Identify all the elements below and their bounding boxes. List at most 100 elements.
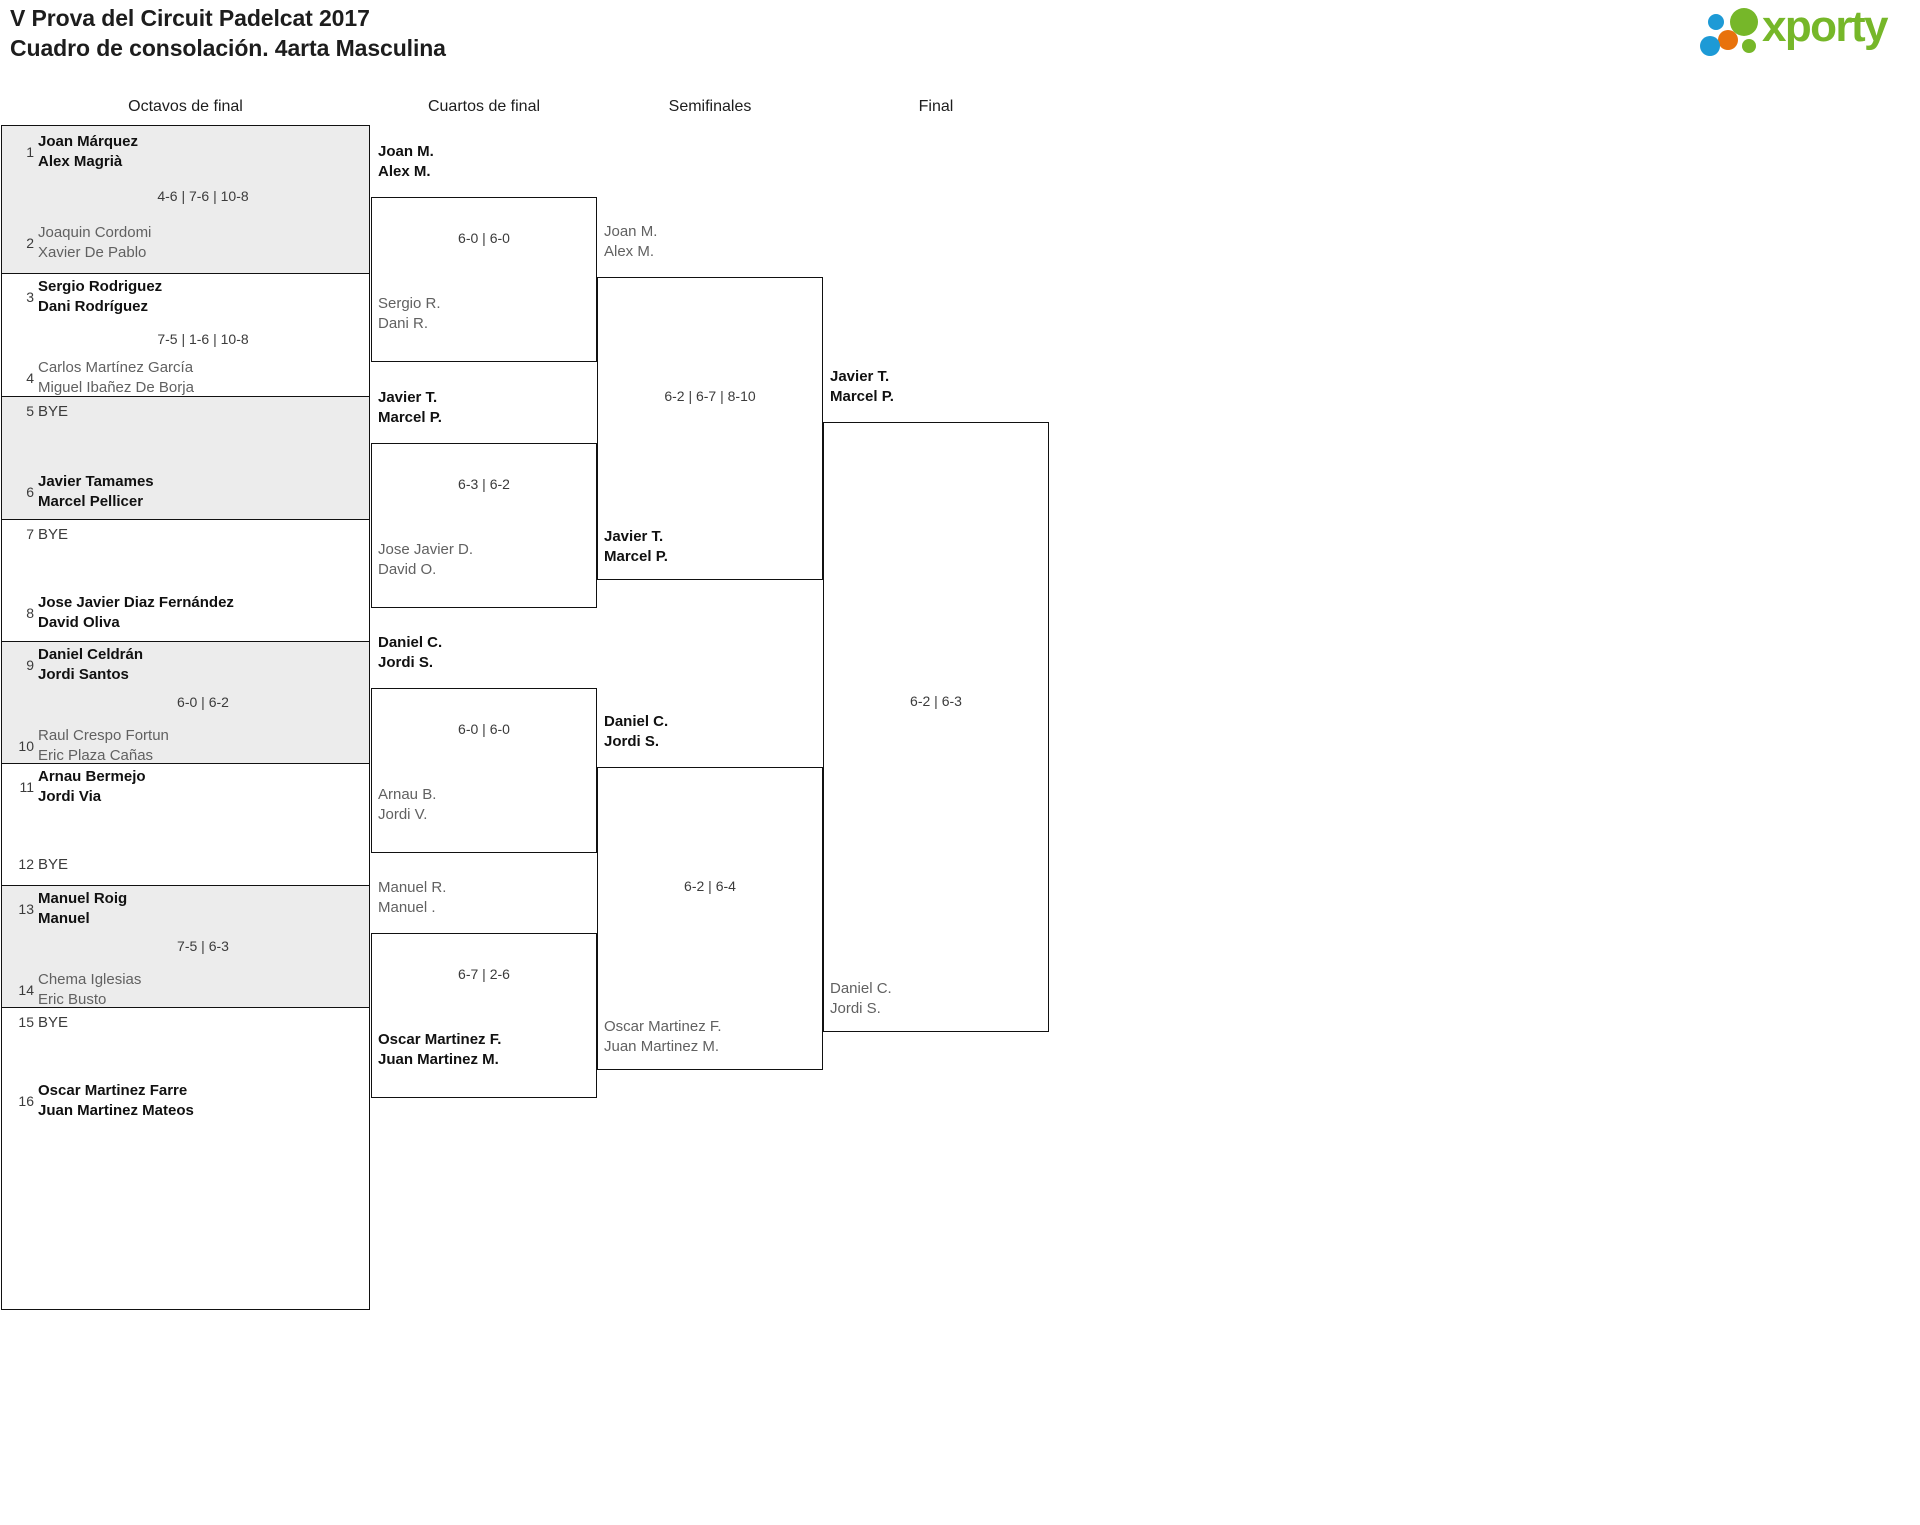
player-name: Oscar Martinez Farre	[38, 1082, 188, 1099]
round1-slot-14[interactable]: 14 Chema Iglesias Eric Busto	[2, 970, 369, 1014]
seed-number: 8	[26, 605, 34, 621]
round2-score-4: 6-7 | 2-6	[458, 966, 510, 982]
xporty-logo[interactable]: xporty	[1700, 2, 1910, 58]
round1-pair-3: 5 BYE 6 Javier Tamames Marcel Pellicer	[2, 397, 369, 520]
player-name: Dani Rodríguez	[38, 298, 149, 315]
player-name: Oscar Martinez F.	[378, 1031, 502, 1048]
round2-score-3: 6-0 | 6-0	[458, 721, 510, 737]
player-name: Jordi V.	[378, 806, 428, 823]
round2-advancer-4-bottom[interactable]: Oscar Martinez F. Juan Martinez M.	[378, 1030, 501, 1070]
player-name: Marcel P.	[604, 548, 668, 565]
player-name: Alex M.	[378, 163, 431, 180]
round1-slot-7[interactable]: 7 BYE	[2, 522, 369, 566]
round1-score-2: 7-5 | 1-6 | 10-8	[157, 331, 249, 347]
player-name: Javier T.	[604, 528, 664, 545]
seed-number: 6	[26, 484, 34, 500]
round3-advancer-2-bottom[interactable]: Oscar Martinez F. Juan Martinez M.	[604, 1017, 722, 1057]
player-name: Manuel .	[378, 899, 436, 916]
player-name: BYE	[38, 526, 69, 543]
round3-advancer-1-top[interactable]: Joan M. Alex M.	[604, 222, 657, 262]
round1-slot-3[interactable]: 3 Sergio Rodriguez Dani Rodríguez	[2, 277, 369, 321]
round3-advancer-2-top[interactable]: Daniel C. Jordi S.	[604, 712, 668, 752]
round1-slot-16[interactable]: 16 Oscar Martinez Farre Juan Martinez Ma…	[2, 1081, 369, 1125]
logo-dot-green-large	[1730, 8, 1758, 36]
round1-slot-6[interactable]: 6 Javier Tamames Marcel Pellicer	[2, 472, 369, 516]
seed-number: 11	[19, 779, 34, 795]
seed-number: 5	[26, 403, 34, 419]
logo-dot-blue-top	[1708, 14, 1724, 30]
player-name: Miguel Ibañez De Borja	[38, 379, 194, 396]
player-name: Eric Busto	[38, 991, 107, 1008]
tournament-subtitle: Cuadro de consolación. 4arta Masculina	[10, 34, 446, 61]
player-name: Marcel P.	[378, 409, 442, 426]
round1-pair-6: 11 Arnau Bermejo Jordi Via 12 BYE	[2, 764, 369, 886]
round2-advancer-3-top[interactable]: Daniel C. Jordi S.	[378, 633, 442, 673]
seed-number: 14	[18, 982, 34, 998]
player-name: Jordi S.	[830, 1000, 881, 1017]
logo-wordmark: xporty	[1762, 2, 1888, 51]
round-heading-cuartos: Cuartos de final	[427, 98, 541, 115]
player-name: Oscar Martinez F.	[604, 1018, 722, 1035]
round2-advancer-1-top[interactable]: Joan M. Alex M.	[378, 142, 434, 182]
player-name: Alex Magrià	[38, 153, 123, 170]
player-name: BYE	[38, 403, 69, 420]
round-heading-octavos: Octavos de final	[128, 98, 243, 115]
logo-dot-orange	[1718, 30, 1738, 50]
round2-advancer-2-bottom[interactable]: Jose Javier D. David O.	[378, 540, 473, 580]
round1-slot-12[interactable]: 12 BYE	[2, 852, 369, 896]
round2-score-1: 6-0 | 6-0	[458, 230, 510, 246]
round1-slot-8[interactable]: 8 Jose Javier Diaz Fernández David Oliva	[2, 593, 369, 637]
player-name: Jordi S.	[604, 733, 660, 750]
player-name: Manuel	[38, 910, 90, 927]
round2-advancer-2-top[interactable]: Javier T. Marcel P.	[378, 388, 442, 428]
round2-connector-2: 6-3 | 6-2	[371, 443, 597, 608]
round1-slot-2[interactable]: 2 Joaquin Cordomi Xavier De Pablo	[2, 223, 369, 267]
player-name: Sergio R.	[378, 295, 441, 312]
round1-slot-4[interactable]: 4 Carlos Martínez García Miguel Ibañez D…	[2, 358, 369, 402]
player-name: Raul Crespo Fortun	[38, 727, 169, 744]
round3-connector-1: 6-2 | 6-7 | 8-10	[597, 277, 823, 580]
player-name: Javier Tamames	[38, 473, 154, 490]
round1-slot-15[interactable]: 15 BYE	[2, 1010, 369, 1054]
round-heading-semifinales: Semifinales	[668, 98, 752, 115]
round1-slot-11[interactable]: 11 Arnau Bermejo Jordi Via	[2, 767, 369, 811]
player-name: Carlos Martínez García	[38, 359, 194, 376]
round1-slot-9[interactable]: 9 Daniel Celdrán Jordi Santos	[2, 645, 369, 689]
round3-advancer-1-bottom[interactable]: Javier T. Marcel P.	[604, 527, 668, 567]
player-name: Daniel Celdrán	[38, 646, 144, 663]
player-name: Juan Martinez Mateos	[38, 1102, 194, 1119]
player-name: Arnau Bermejo	[38, 768, 146, 785]
player-name: Javier T.	[830, 368, 890, 385]
player-name: Arnau B.	[378, 786, 437, 803]
player-name: Joan Márquez	[38, 133, 139, 150]
seed-number: 9	[26, 657, 34, 673]
round2-advancer-3-bottom[interactable]: Arnau B. Jordi V.	[378, 785, 436, 825]
round4-connector: 6-2 | 6-3	[823, 422, 1049, 1032]
player-name: Joan M.	[604, 223, 658, 240]
round1-slot-13[interactable]: 13 Manuel Roig Manuel	[2, 889, 369, 933]
round2-connector-1: 6-0 | 6-0	[371, 197, 597, 362]
seed-number: 4	[26, 370, 34, 386]
round4-advancer-top[interactable]: Javier T. Marcel P.	[830, 367, 894, 407]
round4-advancer-bottom[interactable]: Daniel C. Jordi S.	[830, 979, 892, 1019]
round2-advancer-1-bottom[interactable]: Sergio R. Dani R.	[378, 294, 441, 334]
round1-slot-5[interactable]: 5 BYE	[2, 399, 369, 443]
round1-pair-7: 13 Manuel Roig Manuel 7-5 | 6-3 14 Chema…	[2, 886, 369, 1008]
player-name: Alex M.	[604, 243, 655, 260]
player-name: Daniel C.	[604, 713, 669, 730]
round2-score-2: 6-3 | 6-2	[458, 476, 510, 492]
round2-advancer-4-top[interactable]: Manuel R. Manuel .	[378, 878, 446, 918]
round1-slot-10[interactable]: 10 Raul Crespo Fortun Eric Plaza Cañas	[2, 726, 369, 770]
seed-number: 16	[18, 1093, 34, 1109]
round1-slot-1[interactable]: 1 Joan Márquez Alex Magrià	[2, 132, 369, 176]
player-name: BYE	[38, 1014, 69, 1031]
player-name: BYE	[38, 856, 69, 873]
player-name: Jordi Via	[38, 788, 102, 805]
player-name: Joan M.	[378, 143, 434, 160]
round1-pair-2: 3 Sergio Rodriguez Dani Rodríguez 7-5 | …	[2, 274, 369, 397]
round-heading-final: Final	[918, 98, 954, 115]
player-name: Javier T.	[378, 389, 438, 406]
seed-number: 12	[18, 856, 34, 872]
round3-score-2: 6-2 | 6-4	[684, 878, 736, 894]
player-name: Juan Martinez M.	[378, 1051, 499, 1068]
